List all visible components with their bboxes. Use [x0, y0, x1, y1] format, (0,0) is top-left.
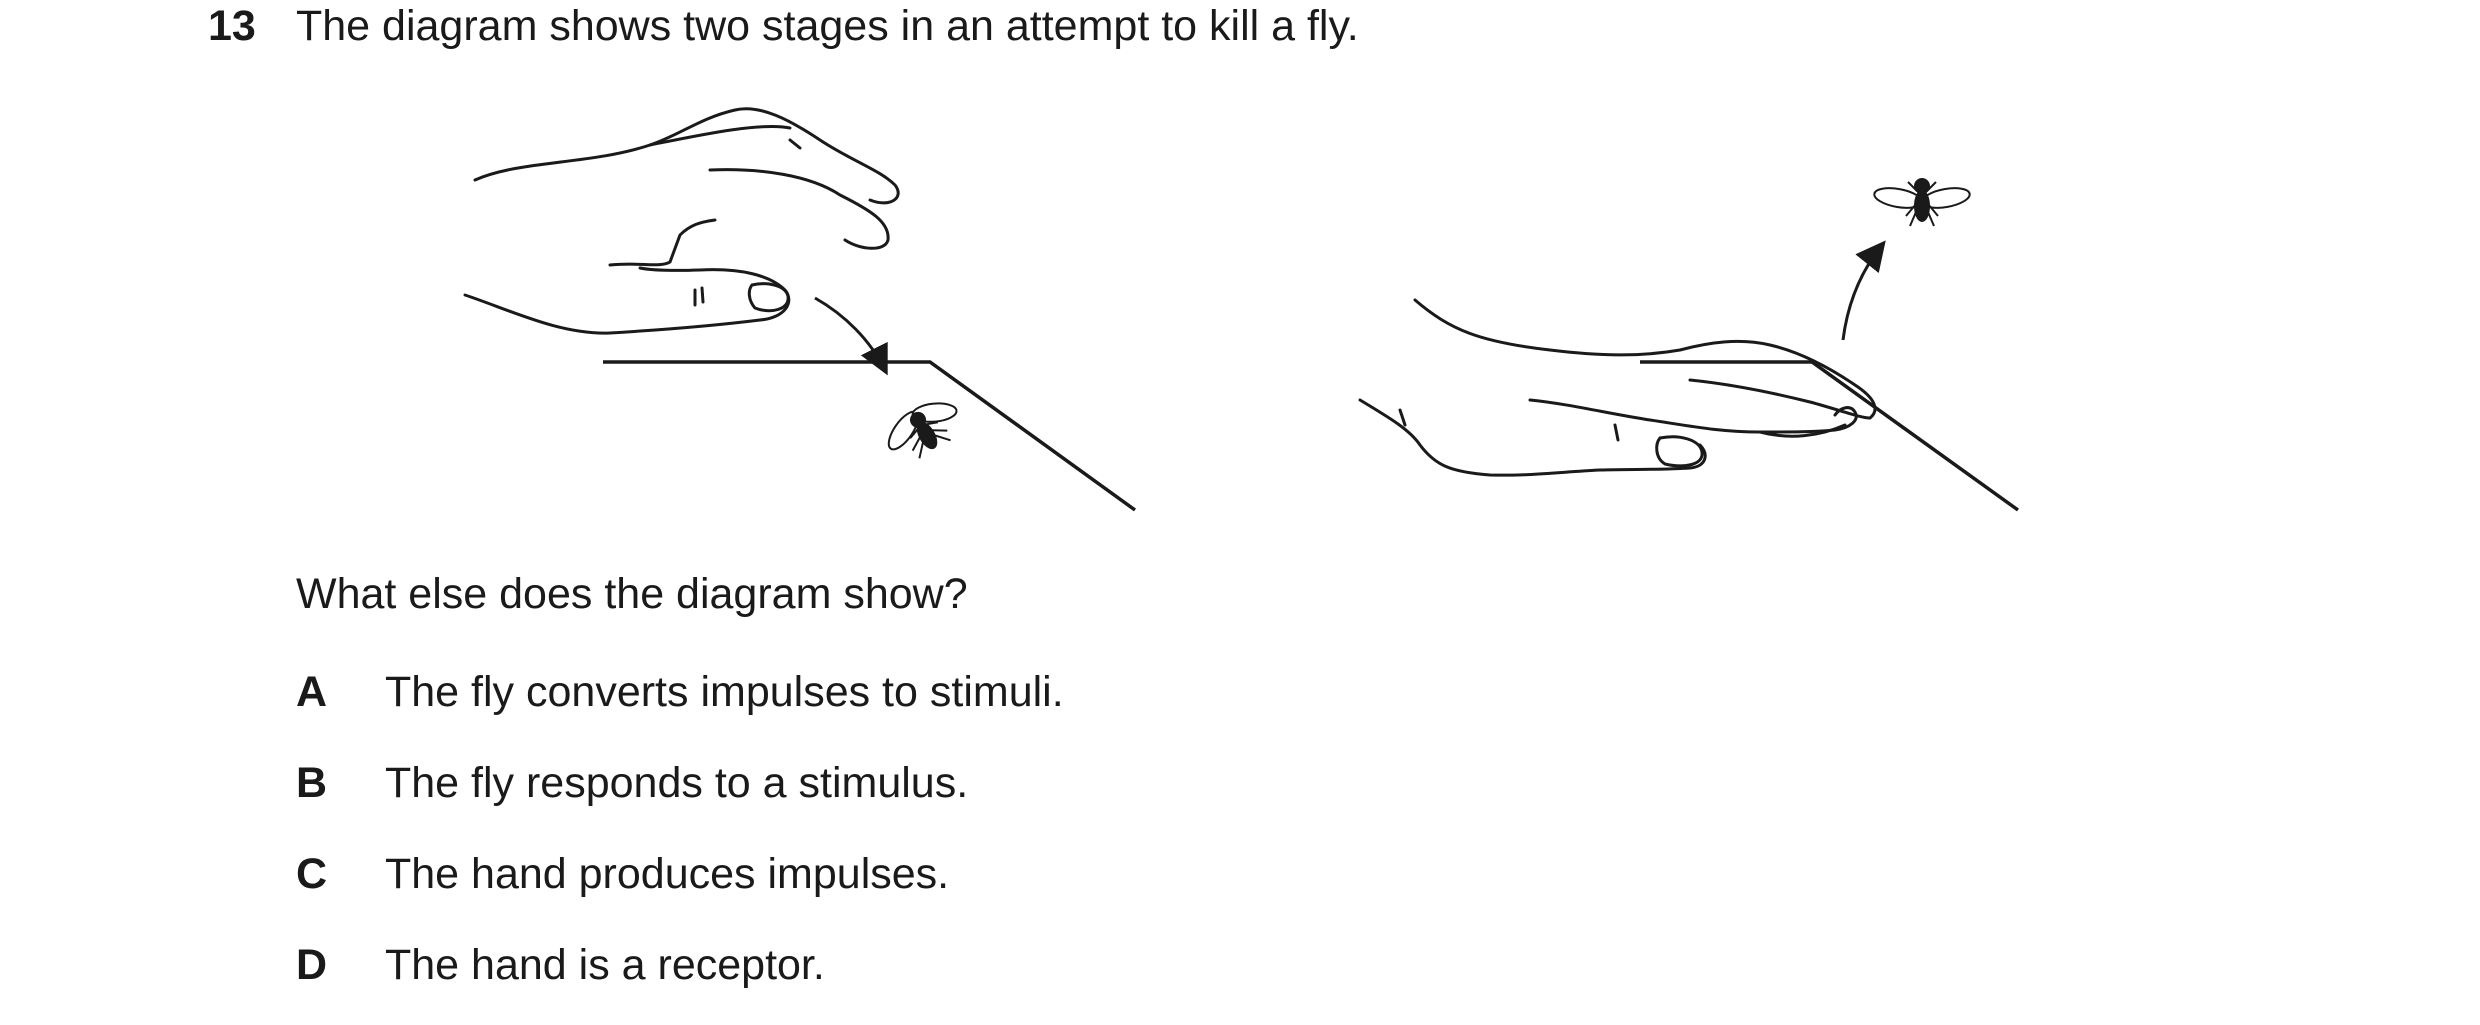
question-number: 13 [208, 2, 256, 50]
option-text: The fly converts impulses to stimuli. [385, 668, 1064, 716]
option-text: The hand produces impulses. [385, 850, 950, 898]
option-d[interactable]: D The hand is a receptor. [296, 939, 825, 991]
fly-diagram [463, 107, 2020, 512]
arrow-up [1841, 240, 1886, 341]
question-stem: The diagram shows two stages in an attem… [296, 2, 1359, 50]
fly-flying-icon [1873, 178, 1971, 227]
option-c[interactable]: C The hand produces impulses. [296, 848, 949, 900]
option-letter: A [296, 668, 328, 716]
hand-raised [463, 107, 900, 335]
option-letter: C [296, 850, 328, 898]
table-surface-right [1640, 360, 2020, 512]
question-prompt: What else does the diagram show? [296, 570, 968, 618]
option-text: The fly responds to a stimulus. [385, 759, 969, 807]
hand-flat [1358, 298, 1877, 477]
option-letter: D [296, 941, 328, 989]
option-text: The hand is a receptor. [385, 941, 825, 989]
table-surface-left [603, 360, 1137, 512]
fly-on-table-icon [887, 402, 958, 459]
option-letter: B [296, 759, 328, 807]
option-b[interactable]: B The fly responds to a stimulus. [296, 757, 968, 809]
arrow-down [814, 296, 888, 376]
option-a[interactable]: A The fly converts impulses to stimuli. [296, 666, 1064, 718]
